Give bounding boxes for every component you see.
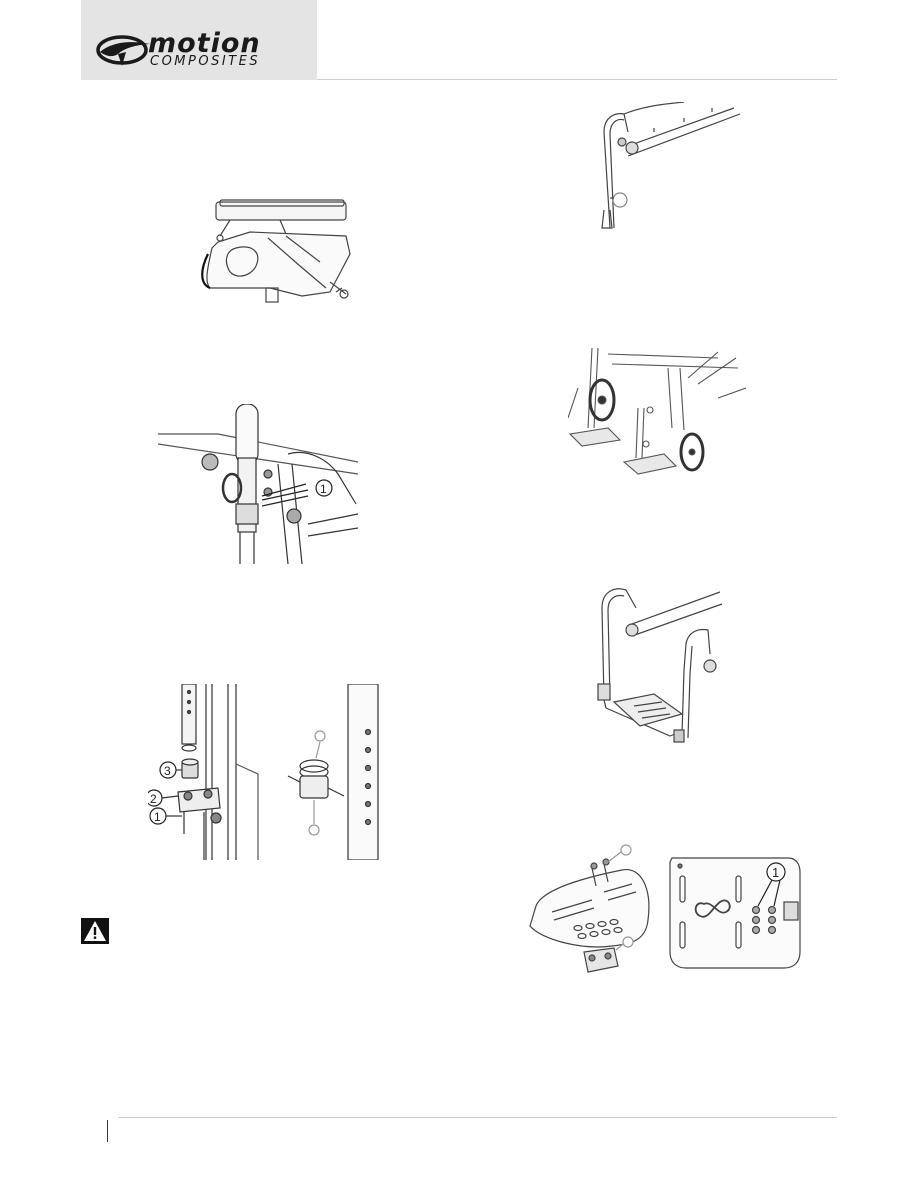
header-rule — [317, 79, 837, 80]
logo-subtitle: COMPOSITES — [150, 55, 260, 69]
figure-footrest-hanger — [584, 102, 744, 234]
footer-page-marker — [107, 1120, 108, 1142]
figure-armrest-pad — [190, 196, 360, 316]
footer-rule — [118, 1117, 837, 1118]
figure-wheelchair-footrests — [568, 348, 746, 478]
callout-2: 2 — [150, 792, 157, 806]
figure-front-rigging — [584, 584, 724, 760]
logo-swoosh-icon — [96, 28, 152, 72]
motion-composites-logo: motion COMPOSITES — [96, 28, 308, 72]
warning-triangle-icon — [81, 918, 109, 944]
svg-text:1: 1 — [320, 482, 327, 496]
figure-footplate-hardware: 1 — [522, 840, 818, 980]
callout-3: 3 — [164, 764, 171, 778]
figure-armrest-post: 1 — [158, 404, 358, 564]
figure-post-clamp: 3 2 1 — [148, 684, 388, 860]
callout-1-footplate: 1 — [772, 865, 779, 880]
callout-1: 1 — [154, 810, 161, 824]
